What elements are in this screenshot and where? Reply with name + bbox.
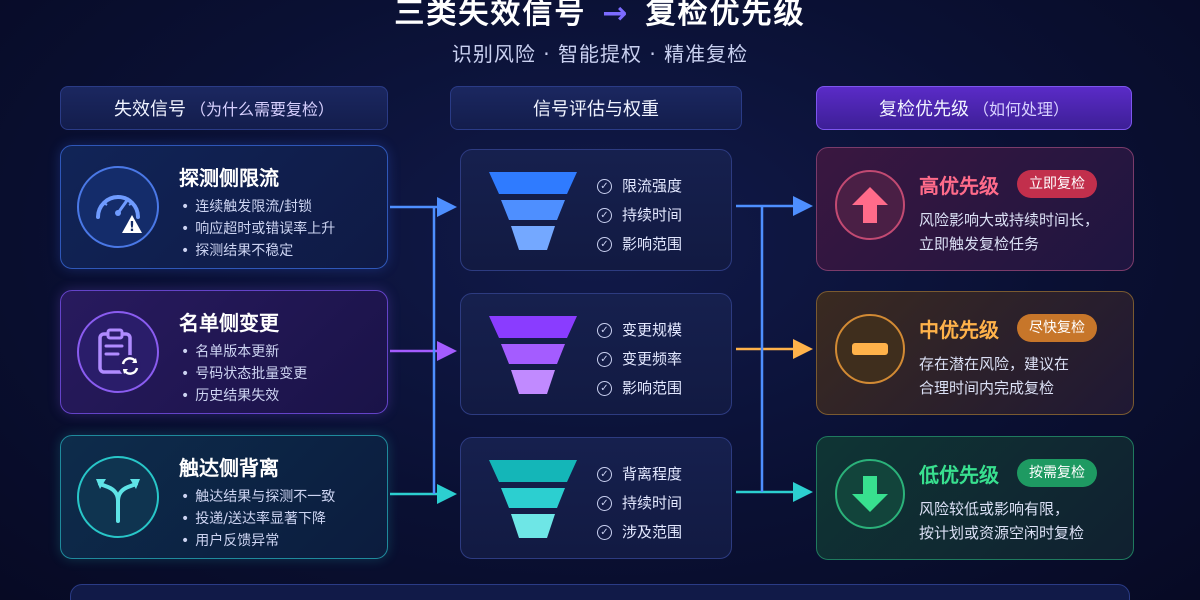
evaluation-checks: ✓ 背离程度 ✓ 持续时间 ✓ 涉及范围 (597, 460, 682, 547)
funnel-icon (489, 460, 577, 538)
column-header-evaluation-label: 信号评估与权重 (533, 99, 659, 120)
signal-point: 历史结果失效 (181, 385, 307, 407)
check-circle-icon: ✓ (597, 323, 612, 338)
check-circle-icon: ✓ (597, 525, 612, 540)
signal-name: 名单侧变更 (179, 311, 279, 335)
evaluation-check: ✓ 变更规模 (597, 316, 682, 345)
signal-points: 连续触发限流/封锁 响应超时或错误率上升 探测结果不稳定 (181, 196, 335, 262)
priority-description-line: 合理时间内完成复检 (919, 379, 1055, 397)
priority-badge: 按需复检 (1017, 459, 1097, 487)
priority-description: 风险影响大或持续时间长， 立即触发复检任务 (919, 208, 1125, 256)
priority-description: 存在潜在风险，建议在 合理时间内完成复检 (919, 352, 1125, 400)
evaluation-check-label: 影响范围 (622, 235, 683, 253)
signal-name: 探测侧限流 (179, 166, 279, 190)
priority-description-line: 按计划或资源空闲时复检 (919, 524, 1085, 542)
priority-description-line: 风险较低或影响有限， (919, 500, 1070, 518)
check-circle-icon: ✓ (597, 381, 612, 396)
priority-card-low: 低优先级 按需复检 风险较低或影响有限， 按计划或资源空闲时复检 (816, 436, 1134, 560)
priority-level: 低优先级 (919, 463, 999, 487)
split-arrow-icon (77, 456, 159, 538)
column-header-priority-label: 复检优先级 (878, 99, 969, 120)
signal-point: 触达结果与探测不一致 (181, 486, 335, 508)
signal-card-reach-divergence: 触达侧背离 触达结果与探测不一致 投递/送达率显著下降 用户反馈异常 (60, 435, 388, 559)
evaluation-check: ✓ 影响范围 (597, 230, 682, 259)
minus-icon (835, 314, 905, 384)
priority-level: 高优先级 (919, 174, 999, 198)
signal-point: 连续触发限流/封锁 (181, 196, 335, 218)
priority-description-line: 风险影响大或持续时间长， (919, 211, 1100, 229)
check-circle-icon: ✓ (597, 496, 612, 511)
page-title: 三类失效信号 → 复检优先级 (0, 0, 1200, 32)
evaluation-check: ✓ 背离程度 (597, 460, 682, 489)
title-right: 复检优先级 (645, 0, 806, 31)
column-header-evaluation: 信号评估与权重 (450, 86, 742, 130)
title-arrow: → (602, 0, 630, 31)
evaluation-check: ✓ 影响范围 (597, 374, 682, 403)
evaluation-check-label: 变更规模 (622, 321, 683, 339)
check-circle-icon: ✓ (597, 208, 612, 223)
priority-description-line: 存在潜在风险，建议在 (919, 355, 1070, 373)
bottom-panel (70, 584, 1130, 600)
column-header-signals-label: 失效信号 (113, 99, 186, 120)
signal-points: 触达结果与探测不一致 投递/送达率显著下降 用户反馈异常 (181, 486, 335, 552)
speedometer-warning-icon: ! (77, 166, 159, 248)
signal-points: 名单版本更新 号码状态批量变更 历史结果失效 (181, 341, 307, 407)
priority-level: 中优先级 (919, 318, 999, 342)
signal-point: 投递/送达率显著下降 (181, 508, 335, 530)
priority-card-medium: 中优先级 尽快复检 存在潜在风险，建议在 合理时间内完成复检 (816, 291, 1134, 415)
evaluation-card-1: ✓ 限流强度 ✓ 持续时间 ✓ 影响范围 (460, 149, 732, 271)
signal-card-list-change: 名单侧变更 名单版本更新 号码状态批量变更 历史结果失效 (60, 290, 388, 414)
check-circle-icon: ✓ (597, 352, 612, 367)
check-circle-icon: ✓ (597, 237, 612, 252)
evaluation-check: ✓ 涉及范围 (597, 518, 682, 547)
page-subtitle: 识别风险 · 智能提权 · 精准复检 (451, 42, 749, 66)
signal-point: 号码状态批量变更 (181, 363, 307, 385)
evaluation-check: ✓ 限流强度 (597, 172, 682, 201)
evaluation-check-label: 持续时间 (622, 206, 683, 224)
signal-card-throttling: ! 探测侧限流 连续触发限流/封锁 响应超时或错误率上升 探测结果不稳定 (60, 145, 388, 269)
evaluation-check-label: 背离程度 (622, 465, 683, 483)
arrow-up-icon (835, 170, 905, 240)
clipboard-refresh-icon (77, 311, 159, 393)
signal-name: 触达侧背离 (179, 456, 279, 480)
signal-point: 用户反馈异常 (181, 530, 335, 552)
arrow-down-icon (835, 459, 905, 529)
priority-badge: 立即复检 (1017, 170, 1097, 198)
funnel-icon (489, 316, 577, 394)
evaluation-check: ✓ 变更频率 (597, 345, 682, 374)
column-header-signals-sub: （为什么需要复检） (189, 100, 334, 119)
column-header-priority-sub: （如何处理） (972, 100, 1069, 119)
priority-badge: 尽快复检 (1017, 314, 1097, 342)
signal-point: 响应超时或错误率上升 (181, 218, 335, 240)
priority-description: 风险较低或影响有限， 按计划或资源空闲时复检 (919, 497, 1125, 545)
evaluation-check-label: 变更频率 (622, 350, 683, 368)
evaluation-checks: ✓ 变更规模 ✓ 变更频率 ✓ 影响范围 (597, 316, 682, 403)
evaluation-check: ✓ 持续时间 (597, 489, 682, 518)
signal-point: 探测结果不稳定 (181, 240, 335, 262)
evaluation-check-label: 持续时间 (622, 494, 683, 512)
evaluation-check-label: 影响范围 (622, 379, 683, 397)
check-circle-icon: ✓ (597, 179, 612, 194)
column-header-priority: 复检优先级（如何处理） (816, 86, 1132, 130)
priority-card-high: 高优先级 立即复检 风险影响大或持续时间长， 立即触发复检任务 (816, 147, 1134, 271)
evaluation-checks: ✓ 限流强度 ✓ 持续时间 ✓ 影响范围 (597, 172, 682, 259)
evaluation-check-label: 涉及范围 (622, 523, 683, 541)
funnel-icon (489, 172, 577, 250)
svg-text:!: ! (129, 220, 135, 235)
title-left: 三类失效信号 (394, 0, 587, 31)
check-circle-icon: ✓ (597, 467, 612, 482)
column-header-signals: 失效信号（为什么需要复检） (60, 86, 388, 130)
evaluation-card-2: ✓ 变更规模 ✓ 变更频率 ✓ 影响范围 (460, 293, 732, 415)
evaluation-check: ✓ 持续时间 (597, 201, 682, 230)
priority-description-line: 立即触发复检任务 (919, 235, 1040, 253)
signal-point: 名单版本更新 (181, 341, 307, 363)
evaluation-check-label: 限流强度 (622, 177, 683, 195)
evaluation-card-3: ✓ 背离程度 ✓ 持续时间 ✓ 涉及范围 (460, 437, 732, 559)
